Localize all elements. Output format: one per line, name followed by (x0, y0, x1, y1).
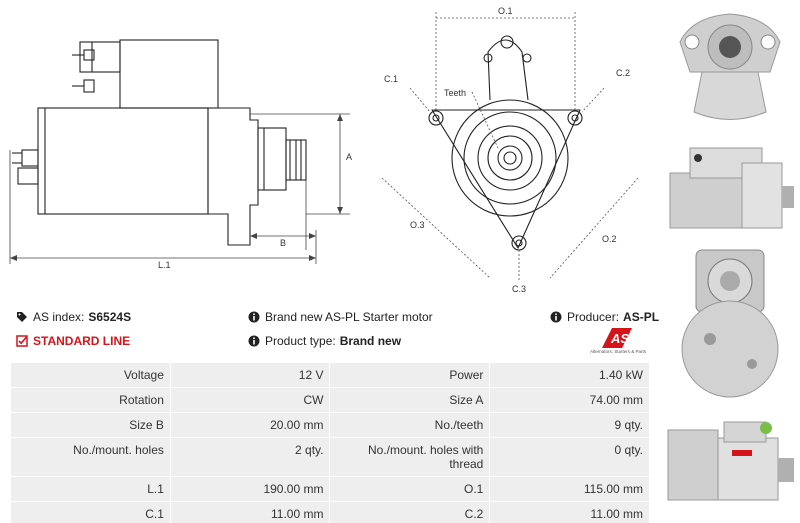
product-photo-rear[interactable] (662, 244, 798, 404)
spec-label: O.1 (330, 477, 490, 501)
spec-value: 1.40 kW (490, 363, 649, 387)
spec-label: L.1 (11, 477, 170, 501)
spec-label: No./mount. holes with thread (330, 438, 490, 476)
spec-label: Size A (330, 388, 490, 412)
as-index-value: S6524S (88, 310, 132, 324)
spec-label: C.2 (330, 502, 490, 523)
info-circle-icon (248, 335, 260, 347)
tags-icon (17, 312, 27, 322)
front-view-drawing: O.1 C.1 C.2 Teeth O.3 O.2 C.3 (381, 6, 639, 294)
product-photo-front[interactable] (662, 2, 798, 130)
producer: Producer: AS-PL (550, 310, 659, 324)
dimension-c3-label: C.3 (512, 284, 526, 294)
producer-label: Producer: (567, 310, 620, 324)
product-photo-side-bottom[interactable] (662, 410, 798, 520)
spec-value: CW (170, 388, 330, 412)
dimension-o3-label: O.3 (410, 220, 425, 230)
spec-label: Voltage (11, 363, 170, 387)
spec-value: 2 qty. (170, 438, 330, 476)
as-index-label: AS index: (33, 310, 85, 324)
spec-value: 0 qty. (490, 438, 649, 476)
dimension-b-label: B (280, 238, 286, 248)
dimension-o2-label: O.2 (602, 234, 617, 244)
spec-value: 20.00 mm (170, 413, 330, 437)
spec-value: 190.00 mm (170, 477, 330, 501)
description: Brand new AS-PL Starter motor (248, 310, 433, 324)
as-pl-logo: AS Alternators, Starters & Parts (584, 326, 652, 358)
spec-label: No./mount. holes (11, 438, 170, 476)
info-circle-icon (248, 311, 260, 323)
spec-value: 9 qty. (490, 413, 649, 437)
description-text: Brand new AS-PL Starter motor (265, 310, 433, 324)
check-square-icon (16, 335, 28, 347)
standard-line: STANDARD LINE (16, 334, 130, 348)
spec-label: Rotation (11, 388, 170, 412)
dimension-a-label: A (346, 152, 352, 162)
producer-value: AS-PL (623, 310, 660, 324)
spec-value: 11.00 mm (490, 502, 649, 523)
product-photo-side-top[interactable] (662, 138, 798, 238)
dimension-c2-label: C.2 (616, 68, 630, 78)
teeth-label: Teeth (444, 88, 466, 98)
spec-value: 11.00 mm (170, 502, 330, 523)
svg-text:AS: AS (610, 331, 629, 346)
spec-label: C.1 (11, 502, 170, 523)
as-index: AS index: S6524S (16, 310, 131, 324)
side-view-drawing: A B L.1 (9, 39, 352, 270)
spec-value: 115.00 mm (490, 477, 649, 501)
spec-label: Power (330, 363, 490, 387)
standard-line-label: STANDARD LINE (33, 334, 131, 348)
dimension-c1-label: C.1 (384, 74, 398, 84)
logo-tagline: Alternators, Starters & Parts (589, 349, 647, 354)
product-photos (660, 0, 800, 523)
spec-value: 74.00 mm (490, 388, 649, 412)
product-type-value: Brand new (339, 334, 402, 348)
logo-mark: AS (602, 328, 632, 348)
product-type-label: Product type: (265, 334, 336, 348)
spec-label: No./teeth (330, 413, 490, 437)
spec-label: Size B (11, 413, 170, 437)
dimension-l1-label: L.1 (158, 260, 171, 270)
spec-value: 12 V (170, 363, 330, 387)
product-info: AS index: S6524S STANDARD LINE Brand new… (0, 308, 660, 358)
info-circle-icon (550, 311, 562, 323)
dimension-o1-label: O.1 (498, 6, 513, 16)
product-type: Product type: Brand new (248, 334, 401, 348)
